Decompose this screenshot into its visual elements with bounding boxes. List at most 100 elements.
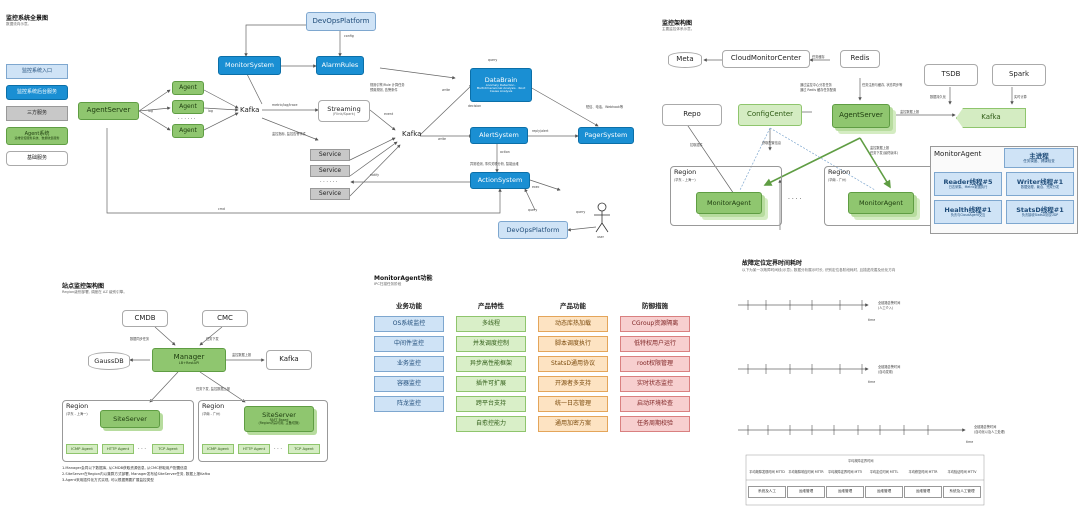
manager-node[interactable]: Manager LB+RestAPI (152, 348, 226, 372)
timeline-owner-cell: 运维管理 (787, 486, 825, 498)
edge-label-notify2: notify (370, 173, 380, 177)
features-column-header: 防御措施 (642, 301, 668, 310)
cmc-node[interactable]: CMC (202, 310, 248, 327)
agent-node[interactable]: Agent (172, 100, 204, 114)
tcp-agent[interactable]: TCP Agent (288, 444, 320, 454)
user-figure (594, 202, 610, 233)
feature-item: 并发调度控制 (456, 336, 526, 352)
edge-label-alarm: 监控指标, 监控告警事件 (272, 132, 306, 136)
arch-title: 监控架构图 (662, 20, 693, 27)
agent-node[interactable]: Agent (172, 81, 204, 95)
tsdb-node[interactable]: TSDB (924, 64, 978, 86)
edge-label-config: config (344, 34, 354, 38)
edge-label-log2: log (208, 109, 213, 113)
arch-agent-server[interactable]: AgentServer (832, 104, 890, 128)
features-subtitle: IPC扫描任务阶段 (374, 282, 402, 286)
timeline-metric-cell: 平均故障响应时间 MTTR (788, 470, 824, 475)
devops-platform-top[interactable]: DevOpsPlatform (306, 12, 376, 31)
service-node[interactable]: Service (310, 165, 350, 177)
http-agent[interactable]: HTTP Agent (102, 444, 134, 454)
siteserver2-sub: RAFT Based (Region内高可用, 主备切换) (258, 418, 300, 426)
overview-title: 监控系统全景图 (6, 15, 49, 22)
siteserver-2[interactable]: SiteServer RAFT Based (Region内高可用, 主备切换) (244, 406, 314, 432)
kafka-node-2[interactable]: Kafka (402, 130, 422, 138)
streaming-node[interactable]: Streaming (Flink/Spark) (318, 100, 370, 122)
timeline-metric-cell: 平均修复时间 MTTR (908, 470, 938, 475)
legend-agent: Agent系统 运维管控服务系统、数据收集服务 (6, 127, 68, 145)
ma-panel-title: MonitorAgent (934, 150, 982, 158)
spark-node[interactable]: Spark (992, 64, 1046, 86)
service-node[interactable]: Service (310, 149, 350, 161)
feature-item: root权限管理 (620, 356, 690, 372)
legend-agent-note: 运维管控服务系统、数据收集服务 (14, 136, 60, 141)
site-region-1 (62, 400, 194, 462)
pager-system-node[interactable]: PagerSystem (578, 127, 634, 144)
site-agent-ellipsis-2: · · · (274, 446, 282, 452)
site-label-dispatch: 任务下发 (206, 337, 219, 341)
ma-reader-desc: 日志采集、Metric数据执行 (948, 184, 988, 189)
service-node[interactable]: Service (310, 188, 350, 200)
site-note: 3.Agent采用插件化方式实现, 可以根据需要扩展监控类型 (62, 478, 154, 482)
timeline-owner-cell: 运维管理 (904, 486, 942, 498)
feature-item: StatsD通用协议 (538, 356, 608, 372)
ma-health-desc: 负责与CloudAgent交互 (950, 212, 986, 217)
repo-node[interactable]: Repo (662, 104, 722, 126)
edge-label-notify: 短信、电话、Webhook等 (586, 105, 624, 109)
kafka-node[interactable]: Kafka (240, 106, 260, 114)
monitor-agent-2[interactable]: MonitorAgent (848, 192, 914, 214)
arch-label-storage: 数据持久化 (930, 95, 946, 99)
region1-label: Region (674, 168, 697, 176)
feature-item: 实时状态监控 (620, 376, 690, 392)
timeline-table-top: 平均故障定界时间 (848, 459, 874, 463)
cmdb-node[interactable]: CMDB (122, 310, 168, 327)
arch-kafka-node[interactable]: Kafka (956, 108, 1026, 128)
ma-reader-thread: Reader线程#5 日志采集、Metric数据执行 (934, 172, 1002, 196)
icmp-agent[interactable]: ICMP Agent (66, 444, 98, 454)
edge-label-query2: query (528, 208, 538, 212)
icmp-agent[interactable]: ICMP Agent (202, 444, 234, 454)
config-center-node[interactable]: ConfigCenter (738, 104, 802, 126)
site-kafka-node[interactable]: Kafka (266, 350, 312, 370)
devops-platform-bottom[interactable]: DevOpsPlatform (498, 221, 568, 239)
feature-item: 启动环境检查 (620, 396, 690, 412)
monitor-system-node[interactable]: MonitorSystem (218, 56, 281, 75)
feature-item: OS系统监控 (374, 316, 444, 332)
monitor-agent-1[interactable]: MonitorAgent (696, 192, 762, 214)
edge-label-rule: 规则引擎/Rule 计算任务 预置规则, 告警条件 (370, 83, 405, 92)
tcp-agent[interactable]: TCP Agent (152, 444, 184, 454)
edge-label-write2: write (438, 137, 447, 141)
meta-db[interactable]: Meta (668, 52, 702, 68)
feature-item: 脚本调度执行 (538, 336, 608, 352)
site-region-2 (198, 400, 328, 462)
gaussdb-node[interactable]: GaussDB (88, 352, 130, 370)
region-box-1 (670, 166, 782, 226)
cloud-monitor-center[interactable]: CloudMonitorCenter (722, 50, 810, 68)
alarm-rules-node[interactable]: AlarmRules (316, 56, 364, 75)
siteserver-1[interactable]: SiteServer (100, 410, 160, 428)
action-system-node[interactable]: ActionSystem (470, 172, 530, 189)
site-title: 站点监控架构图 (62, 283, 105, 290)
edge-label-cmd: cmd (218, 207, 225, 211)
agent-node[interactable]: Agent (172, 124, 204, 138)
databrain-node[interactable]: DataBrain Anomaly Detection · Multidimen… (470, 68, 532, 102)
features-column-header: 产品功能 (560, 301, 586, 310)
ma-reader-name: Reader线程#5 (943, 177, 993, 186)
streaming-label: Streaming (327, 104, 361, 113)
feature-item: 业务监控 (374, 356, 444, 372)
arch-label-upgrade: 监控数据上报 任务下发(最终版本) (870, 146, 898, 155)
manager-sub: LB+RestAPI (178, 360, 200, 365)
edge-label-action: 异常检测, 事件关联分析, 智能运维 (470, 162, 519, 166)
ma-main-thread-label: 主进程 (1029, 151, 1049, 160)
user-label: user (597, 235, 604, 239)
legend-third-party: 三方服务 (6, 106, 68, 121)
feature-item: 跨平台支持 (456, 396, 526, 412)
timeline-3-unit: time (966, 440, 974, 444)
alert-system-node[interactable]: AlertSystem (470, 127, 528, 144)
agent-server-node[interactable]: AgentServer (78, 102, 139, 120)
legend-agent-label: Agent系统 (24, 130, 50, 137)
http-agent[interactable]: HTTP Agent (238, 444, 270, 454)
legend-backend: 监控系统后台服务 (6, 85, 68, 100)
arch-label-pull: 拉取插件 (690, 143, 703, 147)
timeline-2-sub: (自动发现) (878, 370, 894, 374)
redis-node[interactable]: Redis (840, 50, 880, 68)
